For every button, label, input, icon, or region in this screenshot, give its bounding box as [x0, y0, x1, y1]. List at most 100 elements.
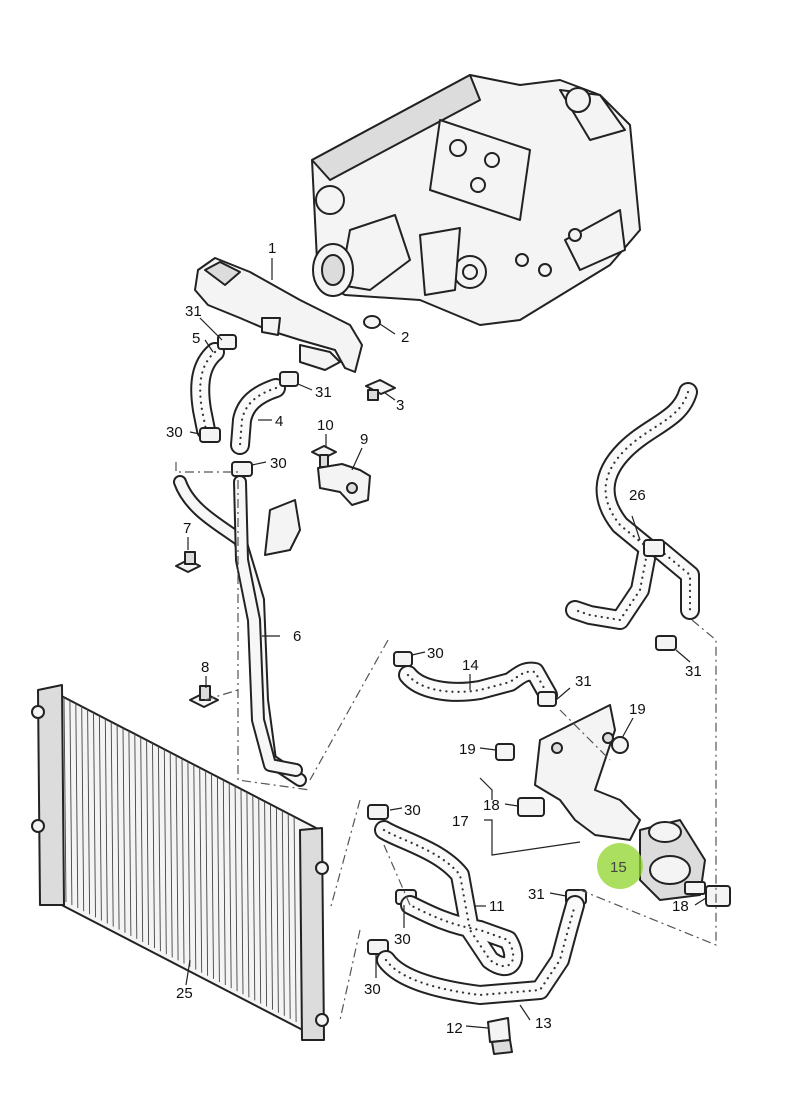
hose-clamps-middle [367, 635, 731, 955]
callout-14: 14 [462, 657, 479, 674]
radiator-fin [98, 715, 102, 921]
radiator-fins [63, 696, 297, 1022]
clip-12 [487, 1017, 513, 1055]
auxiliary-water-pump [639, 819, 706, 901]
radiator-fin [69, 700, 73, 906]
part-15-highlight [597, 843, 643, 889]
callout-7: 7 [183, 520, 191, 537]
radiator-fin [281, 810, 285, 1016]
radiator-fin [240, 789, 244, 995]
callout-26: 26 [629, 487, 646, 504]
hose-5 [190, 342, 225, 440]
radiator-fin [246, 792, 250, 998]
radiator-fin [63, 696, 67, 903]
callout-19-a: 19 [459, 741, 476, 758]
radiator-fin [211, 773, 214, 979]
radiator-fin [152, 743, 155, 949]
callout-10: 10 [317, 417, 334, 434]
callout-30-d: 30 [404, 802, 421, 819]
callout-8: 8 [201, 659, 209, 676]
callout-30-b: 30 [270, 455, 287, 472]
radiator-fin [122, 727, 126, 933]
radiator-fin [116, 724, 120, 930]
bolt-7 [175, 551, 201, 573]
coolant-pipe-6 [173, 475, 307, 787]
callout-31-c: 31 [575, 673, 592, 690]
callout-6: 6 [293, 628, 301, 645]
callout-11: 11 [489, 898, 505, 915]
callout-9: 9 [360, 431, 368, 448]
radiator-fin [128, 730, 132, 936]
callout-1: 1 [268, 240, 276, 257]
bolt-10 [311, 445, 337, 468]
callout-30-e: 30 [394, 931, 411, 948]
callout-2: 2 [401, 329, 409, 346]
callout-25: 25 [176, 985, 193, 1002]
supercharger-assembly [311, 74, 641, 326]
callout-4: 4 [275, 413, 283, 430]
radiator-fin [104, 718, 108, 924]
radiator-fin [163, 749, 167, 955]
radiator-fin [75, 703, 79, 909]
callout-3: 3 [396, 397, 404, 414]
callout-12: 12 [446, 1020, 463, 1037]
radiator-fin [216, 776, 220, 982]
callout-31-d: 31 [685, 663, 702, 680]
callout-19-b: 19 [629, 701, 646, 718]
radiator-fin [228, 783, 232, 989]
radiator-fin [146, 740, 150, 946]
callout-31-b: 31 [315, 384, 332, 401]
radiator-fin [134, 733, 138, 939]
leader-lines [185, 258, 707, 1029]
callout-30-c: 30 [427, 645, 444, 662]
coolant-manifold-pipe [194, 257, 363, 373]
callout-5: 5 [192, 330, 200, 347]
callout-18-b: 18 [672, 898, 689, 915]
hose-13 [376, 895, 585, 1005]
assembly-dash-lines [175, 462, 717, 1021]
radiator-fin [264, 801, 268, 1007]
radiator-fin [87, 709, 91, 915]
callout-30-a: 30 [166, 424, 183, 441]
radiator-fin [187, 761, 191, 967]
pump-bracket [534, 704, 641, 841]
callout-labels: 1 2 3 4 5 6 7 8 9 10 11 12 13 14 15 17 1… [166, 240, 702, 1037]
hose-4 [230, 378, 286, 455]
radiator-fin [157, 746, 161, 952]
callout-15: 15 [610, 859, 627, 876]
radiator-fin [275, 807, 279, 1013]
radiator-fin [234, 786, 238, 992]
bolt-3 [365, 379, 396, 401]
hose-14 [398, 661, 558, 705]
radiator-fin [93, 712, 96, 918]
radiator-fin [110, 721, 114, 927]
hose-11 [374, 820, 524, 976]
callout-31-e: 31 [528, 886, 545, 903]
radiator-fin [81, 706, 85, 912]
callout-18-a: 18 [483, 797, 500, 814]
radiator-fin [181, 758, 185, 964]
radiator-fin [293, 816, 297, 1022]
callout-13: 13 [535, 1015, 552, 1032]
radiator-fin [258, 798, 262, 1004]
radiator [31, 684, 329, 1041]
hose-clamps-upper [199, 334, 299, 477]
radiator-fin [175, 755, 179, 961]
radiator-fin [193, 764, 197, 970]
radiator-fin [222, 780, 226, 986]
callout-31-a: 31 [185, 303, 202, 320]
radiator-fin [199, 767, 203, 973]
hose-26 [565, 382, 700, 630]
radiator-fin [169, 752, 173, 958]
radiator-fin [287, 813, 291, 1019]
bolt-8 [189, 685, 219, 708]
radiator-fin [270, 804, 273, 1010]
radiator-fin [205, 770, 209, 976]
radiator-fin [140, 736, 144, 942]
o-ring [363, 315, 381, 329]
radiator-fin [252, 795, 256, 1001]
bracket-9 [317, 463, 371, 506]
callout-17: 17 [452, 813, 469, 830]
callout-30-f: 30 [364, 981, 381, 998]
